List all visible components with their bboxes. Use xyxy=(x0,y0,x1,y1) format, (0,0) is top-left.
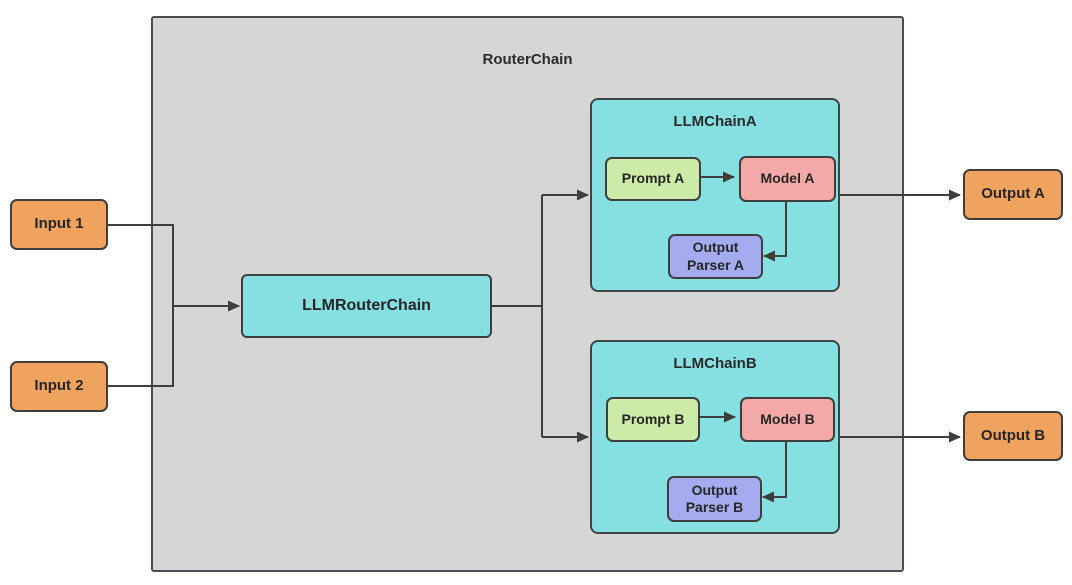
llm-router-chain-node: LLMRouterChain xyxy=(241,274,492,338)
output-b-node: Output B xyxy=(963,411,1063,461)
router-chain-title: RouterChain xyxy=(482,51,573,68)
model-b-node: Model B xyxy=(740,397,835,442)
input-1-node: Input 1 xyxy=(10,199,108,250)
model-a-node: Model A xyxy=(739,156,836,202)
input-2-node: Input 2 xyxy=(10,361,108,412)
output-parser-b-node: Output Parser B xyxy=(667,476,762,522)
llm-chain-b-title: LLMChainB xyxy=(673,355,757,372)
output-a-node: Output A xyxy=(963,169,1063,220)
llm-chain-a-title: LLMChainA xyxy=(673,113,757,130)
llm-chain-b-container: LLMChainB Prompt B Model B Output Parser… xyxy=(590,340,840,534)
prompt-b-node: Prompt B xyxy=(606,397,700,442)
output-parser-a-node: Output Parser A xyxy=(668,234,763,279)
prompt-a-node: Prompt A xyxy=(605,157,701,201)
llm-chain-a-container: LLMChainA Prompt A Model A Output Parser… xyxy=(590,98,840,292)
